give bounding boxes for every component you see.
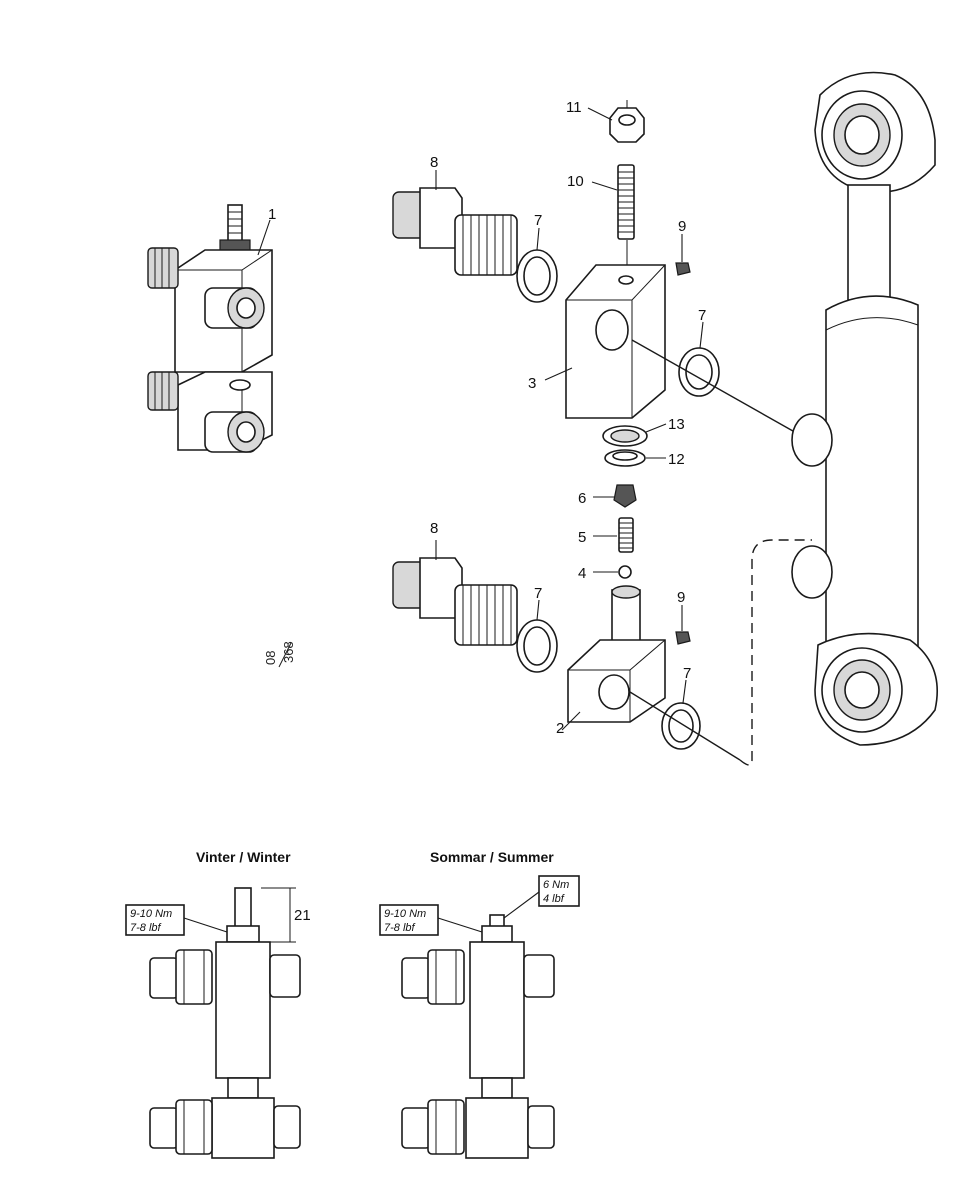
callout-5: 5 xyxy=(578,529,586,546)
callout-11: 11 xyxy=(566,99,582,116)
callout-7-lower-right: 7 xyxy=(683,665,691,682)
upper-valve-block-exploded xyxy=(392,100,801,467)
winter-torque-lbf: 7-8 lbf xyxy=(130,922,162,934)
summer-torque-lbf: 7-8 lbf xyxy=(384,922,416,934)
summer-title: Sommar / Summer xyxy=(430,849,554,865)
check-valve-parts xyxy=(593,484,637,579)
lower-valve-block-exploded xyxy=(392,540,741,761)
callout-2: 2 xyxy=(556,720,564,737)
summer-nut-torque-lbf: 4 lbf xyxy=(543,893,565,905)
callout-7-upper-left: 7 xyxy=(534,212,542,229)
callout-9-lower: 9 xyxy=(677,589,685,606)
winter-dimension: 21 xyxy=(294,907,311,924)
summer-nut-torque-nm: 6 Nm xyxy=(543,879,569,891)
callout-10: 10 xyxy=(567,173,584,190)
winter-setting-detail: Vinter / Winter 21 9-10 Nm 7-8 lbf xyxy=(125,849,311,1159)
winter-torque-nm: 9-10 Nm xyxy=(130,908,172,920)
callout-8-lower: 8 xyxy=(430,520,438,537)
callout-7-upper-right: 7 xyxy=(698,307,706,324)
callout-4: 4 xyxy=(578,565,586,582)
winter-title: Vinter / Winter xyxy=(196,849,291,865)
callout-6: 6 xyxy=(578,490,586,507)
callout-13: 13 xyxy=(668,416,685,433)
drawing-reference: 08 368 xyxy=(263,641,296,668)
callout-12: 12 xyxy=(668,451,685,468)
drawing-ref-top: 08 xyxy=(263,651,278,665)
callout-1: 1 xyxy=(268,206,276,223)
callout-8-upper: 8 xyxy=(430,154,438,171)
assembled-valve-illustration xyxy=(147,204,273,453)
callout-3: 3 xyxy=(528,375,536,392)
hydraulic-cylinder xyxy=(791,71,938,746)
drawing-ref-bottom: 368 xyxy=(281,641,296,663)
summer-setting-detail: Sommar / Summer 9-10 Nm 7-8 lbf 6 Nm 4 l… xyxy=(379,849,580,1159)
hydraulic-hose xyxy=(739,539,812,766)
callout-9-upper: 9 xyxy=(678,218,686,235)
part-callouts: 1 11 10 8 7 9 7 3 13 12 6 5 4 8 7 9 7 2 xyxy=(268,99,706,737)
callout-7-lower-left: 7 xyxy=(534,585,542,602)
summer-torque-nm: 9-10 Nm xyxy=(384,908,426,920)
